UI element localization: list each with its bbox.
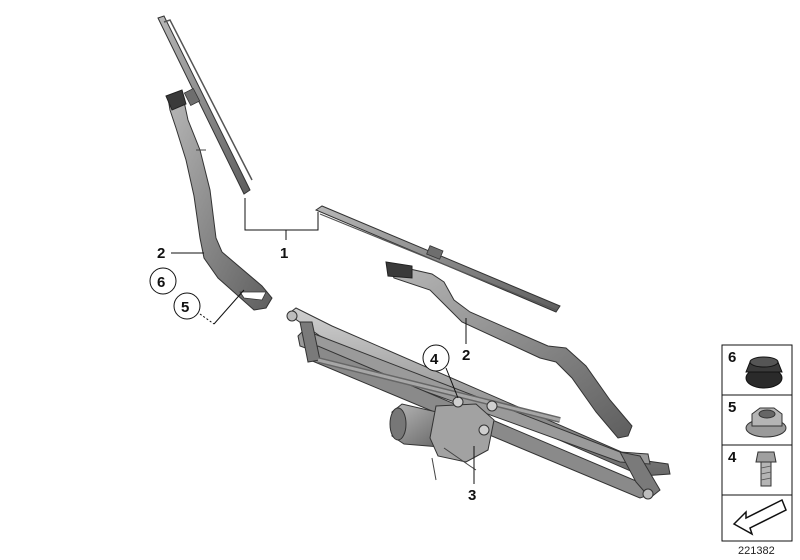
arrow-icon [732,498,787,536]
callout-1: 1 [244,198,319,262]
svg-text:5: 5 [181,299,189,316]
svg-text:3: 3 [468,487,476,504]
wiper-blade-left[interactable] [157,15,253,195]
svg-text:5: 5 [728,399,736,416]
callout-4: 4 [422,344,459,399]
parts-legend: 6 5 4 [721,344,793,542]
cap-icon [745,356,783,389]
svg-text:2: 2 [462,347,470,364]
callout-3: 3 [468,446,476,504]
bolt-icon [755,451,777,487]
wiper-arm-left[interactable] [165,89,273,311]
callout-5: 5 [173,289,245,325]
wiper-motor[interactable] [389,396,498,481]
wiper-blade-right[interactable] [314,205,561,313]
svg-text:6: 6 [157,274,165,291]
callout-6: 6 [149,267,177,295]
legend-row-5: 5 [728,399,787,438]
legend-row-6: 6 [728,349,783,389]
diagram-id: 221382 [738,545,775,557]
svg-text:6: 6 [728,349,736,366]
svg-text:2: 2 [157,245,165,262]
legend-row-4: 4 [728,449,777,487]
callout-2-left: 2 [157,245,204,262]
svg-text:4: 4 [430,351,439,368]
wiper-arm-right[interactable] [385,261,633,439]
svg-text:1: 1 [280,245,288,262]
nut-icon [745,407,787,438]
legend-row-arrow [732,498,787,536]
callout-2-right: 2 [462,318,470,364]
svg-text:4: 4 [728,449,737,466]
